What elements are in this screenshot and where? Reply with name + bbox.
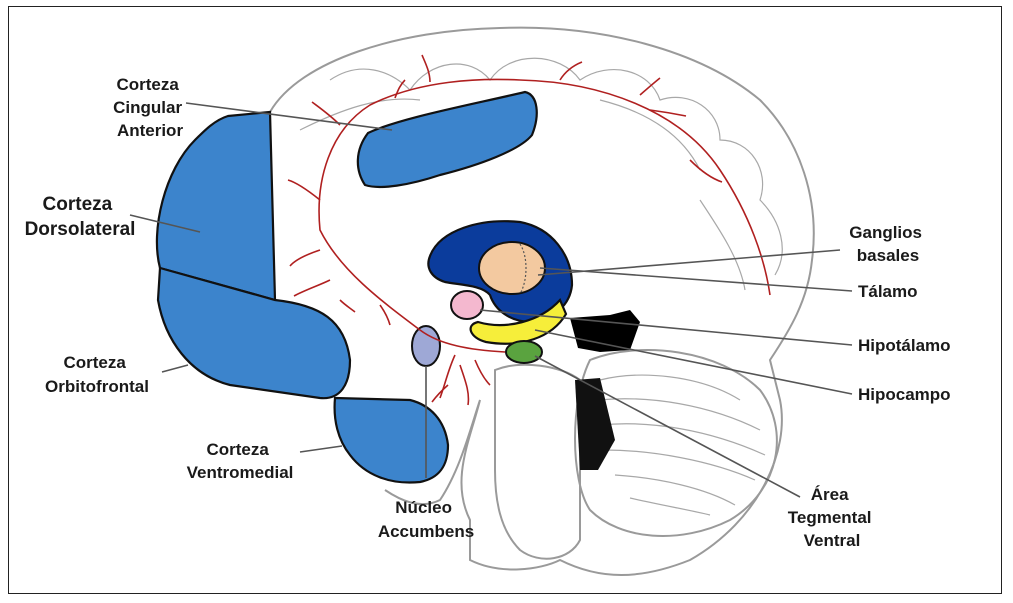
cingulate-cortex-region bbox=[358, 92, 537, 187]
hypothalamus-region bbox=[451, 291, 483, 319]
label-hippocampus: Hipocampo bbox=[858, 385, 951, 404]
ventromedial-cortex-region bbox=[335, 398, 448, 483]
ventricle-dark bbox=[570, 310, 640, 352]
thalamus-region bbox=[479, 242, 545, 294]
vta-region bbox=[506, 341, 542, 363]
accumbens-region bbox=[412, 326, 440, 366]
label-accumbens: Núcleo Accumbens bbox=[378, 498, 474, 541]
label-orbitofrontal: Corteza Orbitofrontal bbox=[45, 353, 149, 396]
label-basal-ganglia: Ganglios basales bbox=[849, 223, 926, 265]
brainstem-dark bbox=[575, 378, 615, 470]
label-dorsolateral: Corteza Dorsolateral bbox=[25, 194, 136, 240]
label-vta: Área Tegmental Ventral bbox=[788, 485, 877, 550]
label-cingulate: Corteza Cingular Anterior bbox=[113, 75, 187, 140]
label-ventromedial: Corteza Ventromedial bbox=[187, 440, 294, 482]
cerebellum-folia bbox=[598, 375, 765, 515]
label-hypothalamus: Hipotálamo bbox=[858, 336, 951, 355]
brainstem-outline bbox=[495, 365, 580, 559]
label-thalamus: Tálamo bbox=[858, 282, 918, 301]
